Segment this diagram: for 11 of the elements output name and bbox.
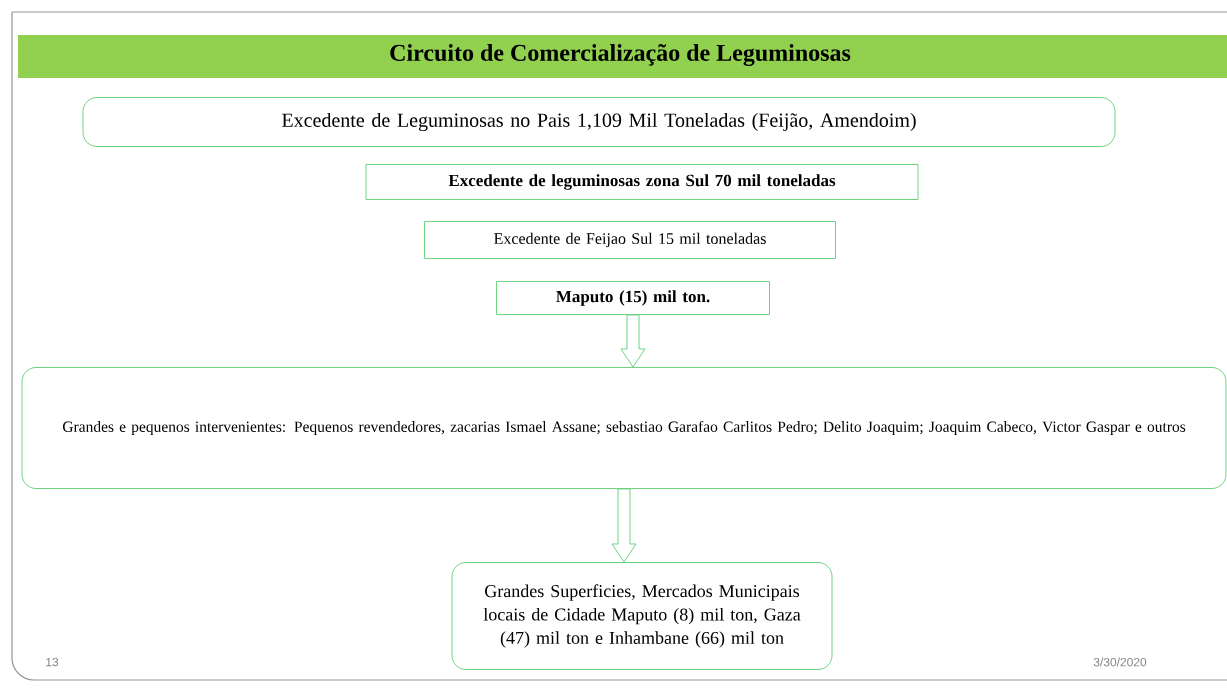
rounded-box: Excedente de Leguminosas no Pais 1,109 Mil Toneladas (Feijão, Amendoim)	[82, 97, 1116, 147]
block-arrow	[620, 314, 646, 368]
text-box: Excedente de Feijao Sul 15 mil toneladas	[424, 221, 836, 259]
title-band: Circuito de Comercialização de Leguminosas	[18, 35, 1227, 78]
text-box: Maputo (15) mil ton.	[496, 281, 770, 315]
rounded-box: Grandes e pequenos intervenientes: Pequenos revendedores, zacarias Ismael Assane; sebastiao Garafao Carlitos Pedro; Delito Joaquim; Joaquim Cabeco, Victor Gaspar e outros	[21, 367, 1227, 489]
footer-text: 3/30/2020	[1093, 657, 1147, 667]
rounded-box: Grandes Superficies, Mercados Municipais locais de Cidade Maputo (8) mil ton, Gaza (47) mil ton e Inhambane (66) mil ton	[451, 562, 833, 670]
text-box: Excedente de leguminosas zona Sul 70 mil toneladas	[365, 164, 919, 200]
footer-text: 13	[46, 657, 59, 667]
block-arrow	[611, 488, 637, 563]
